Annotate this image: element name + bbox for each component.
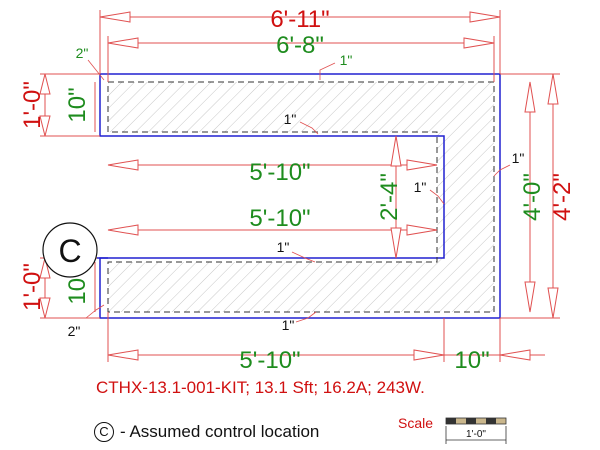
- leader-right-offset: [493, 164, 511, 177]
- scale-label: Scale: [398, 415, 433, 431]
- arrow-down: [390, 227, 402, 259]
- arrow-down: [39, 115, 51, 137]
- control-legend: C - Assumed control location: [94, 422, 319, 442]
- dim-inner-width: 6'-8": [276, 32, 324, 59]
- control-location-marker: [42, 222, 98, 278]
- dim-top-left-height-green: 10": [64, 87, 91, 122]
- arrow-left: [107, 37, 139, 49]
- control-legend-text: - Assumed control location: [120, 422, 320, 441]
- dim-right-height-red: 4'-2": [549, 173, 576, 221]
- arrow-right: [463, 37, 495, 49]
- dim-bottom-offset: 1": [282, 317, 295, 333]
- arrow-up: [390, 135, 402, 167]
- dim-overall-width: 6'-11": [270, 6, 329, 33]
- arrow-up: [524, 81, 536, 113]
- arrow-right: [406, 224, 438, 236]
- arrow-left: [107, 224, 139, 236]
- hatched-mat-area: [108, 82, 494, 312]
- leader-inner-right: [429, 189, 445, 205]
- arrow-right: [469, 11, 501, 23]
- dim-top-offset: 1": [340, 52, 353, 68]
- arrow-up: [547, 73, 559, 105]
- arrow-right: [499, 349, 531, 361]
- scale-bar: [445, 417, 507, 444]
- control-legend-symbol: C: [94, 422, 114, 442]
- mat-boundary-dashed: [107, 81, 495, 313]
- leader-tl-small: [87, 59, 105, 81]
- dim-inner-right-offset: 1": [414, 179, 427, 195]
- dim-bottom-right-run: 10": [454, 347, 489, 374]
- arrow-down: [39, 297, 51, 319]
- dim-top-left-height-red: 1'-0": [19, 81, 46, 129]
- leader-mid-upper: [299, 121, 319, 135]
- arrow-left: [107, 159, 139, 171]
- spec-line: CTHX-13.1-001-KIT; 13.1 Sft; 16.2A; 243W…: [96, 378, 425, 397]
- arrow-down: [547, 287, 559, 319]
- arrow-right: [413, 349, 445, 361]
- dim-upper-run: 5'-10": [249, 159, 310, 186]
- arrow-left: [107, 349, 139, 361]
- dim-right-offset: 1": [512, 150, 525, 166]
- dim-bottom-left-small: 2": [68, 323, 81, 339]
- dim-top-left-small: 2": [76, 45, 89, 61]
- leader-lower-offset: [291, 251, 316, 263]
- dim-right-height-green: 4'-0": [519, 173, 546, 221]
- leader-top-offset: [319, 62, 336, 80]
- dim-mid-upper-offset: 1": [284, 111, 297, 127]
- arrow-up: [39, 257, 51, 279]
- dim-inner-height: 2'-4": [376, 173, 403, 221]
- arrow-left: [99, 11, 131, 23]
- dim-lower-offset: 1": [277, 239, 290, 255]
- arrow-up: [39, 73, 51, 95]
- control-marker-label: C: [58, 233, 81, 269]
- arrow-right: [406, 159, 438, 171]
- dim-bottom-left-height-red: 1'-0": [19, 263, 46, 311]
- dim-lower-run: 5'-10": [249, 205, 310, 232]
- scale-value: 1'-0": [466, 429, 486, 440]
- dim-bottom-run: 5'-10": [239, 347, 300, 374]
- arrow-down: [524, 281, 536, 313]
- leader-bl-small: [85, 304, 105, 319]
- leader-bottom-offset: [295, 311, 317, 323]
